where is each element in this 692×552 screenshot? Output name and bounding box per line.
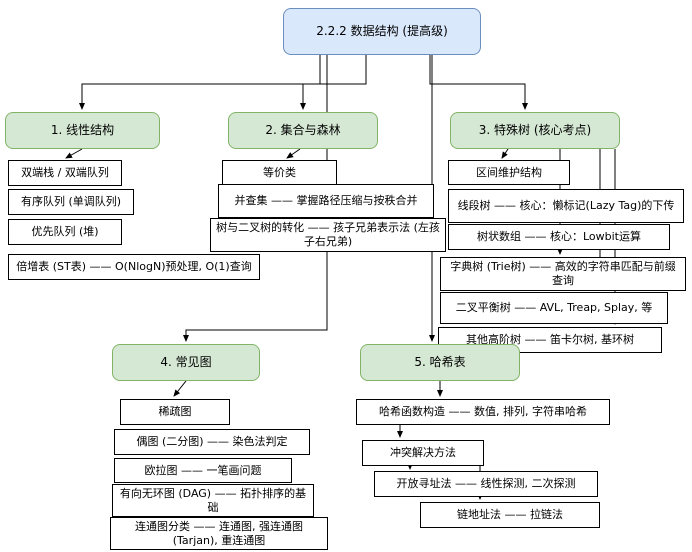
node-category-linear-structures: 1. 线性结构 [5,112,160,149]
node-interval-structures: 区间维护结构 [448,160,570,185]
node-fenwick-tree: 树状数组 —— 核心：Lowbit运算 [448,224,670,250]
node-connectivity: 连通图分类 —— 连通图, 强连通图(Tarjan), 重连通图 [110,517,328,550]
node-monotonic-queue: 有序队列 (单调队列) [8,189,134,215]
node-deque-stack: 双端栈 / 双端队列 [8,160,122,186]
node-category-special-trees: 3. 特殊树 (核心考点) [450,112,620,149]
node-category-hash-table: 5. 哈希表 [360,344,520,381]
node-sparse-graph: 稀疏图 [120,399,230,425]
node-tree-binary-conversion: 树与二叉树的转化 —— 孩子兄弟表示法 (左孩子右兄弟) [210,218,446,252]
node-sparse-table: 倍增表 (ST表) —— O(NlogN)预处理, O(1)查询 [8,254,260,280]
node-open-addressing: 开放寻址法 —— 线性探测, 二次探测 [374,471,598,497]
node-union-find: 并查集 —— 掌握路径压缩与按秩合并 [218,184,434,218]
node-trie: 字典树 (Trie树) —— 高效的字符串匹配与前缀查询 [440,257,686,291]
node-euler-graph: 欧拉图 —— 一笔画问题 [114,458,292,483]
node-category-common-graphs: 4. 常见图 [112,344,260,381]
node-dag: 有向无环图 (DAG) —— 拓扑排序的基础 [112,484,314,517]
node-root: 2.2.2 数据结构 (提高级) [283,8,481,55]
node-balanced-bst: 二叉平衡树 —— AVL, Treap, Splay, 等 [440,292,668,324]
node-collision-resolution: 冲突解决方法 [362,440,484,466]
node-hash-function: 哈希函数构造 —— 数值, 排列, 字符串哈希 [356,399,610,425]
node-bipartite-graph: 偶图 (二分图) —— 染色法判定 [114,429,310,455]
node-segment-tree: 线段树 —— 核心：懒标记(Lazy Tag)的下传 [448,189,684,223]
node-equivalence-class: 等价类 [222,160,337,185]
node-priority-queue: 优先队列 (堆) [8,219,122,245]
node-category-sets-forests: 2. 集合与森林 [228,112,378,149]
node-chaining: 链地址法 —— 拉链法 [420,502,600,528]
